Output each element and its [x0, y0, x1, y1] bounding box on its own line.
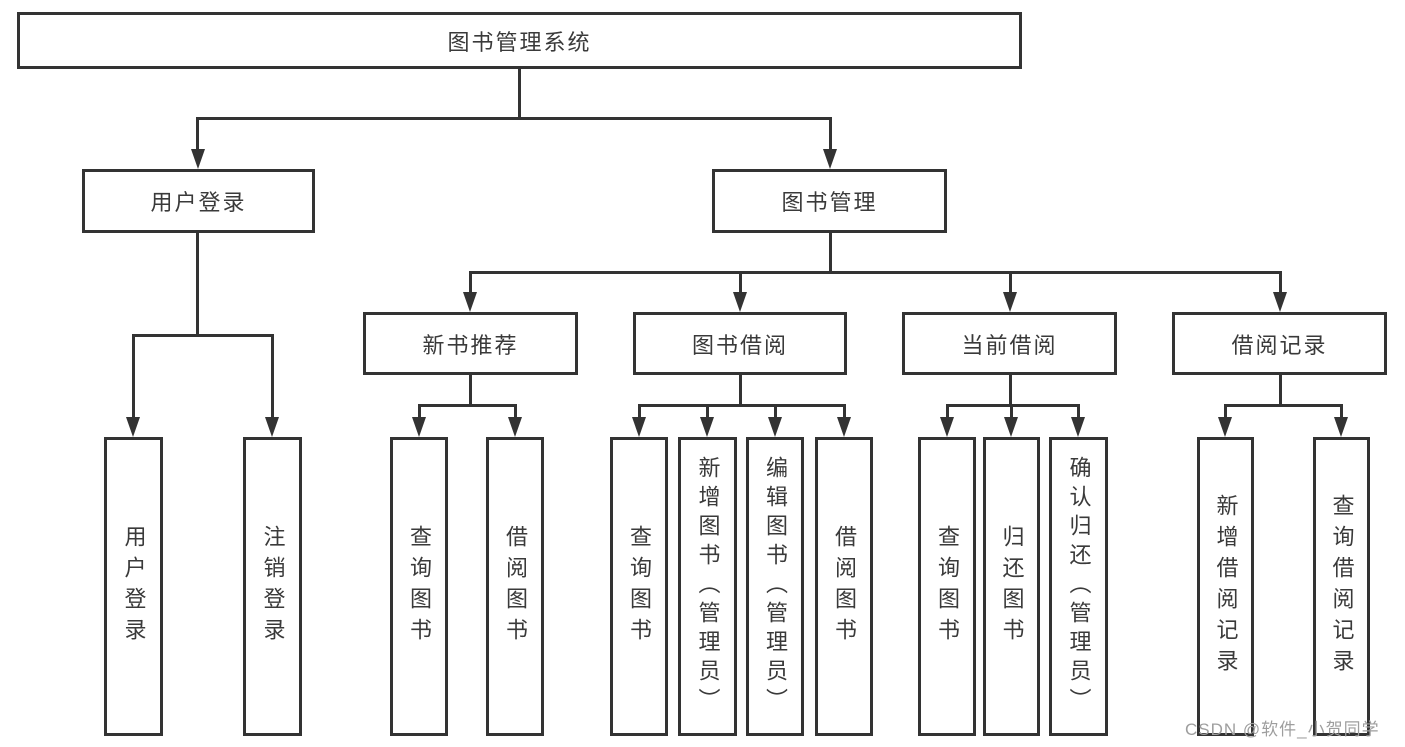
leaf-borrow-books-recommend: 借阅图书: [486, 437, 544, 736]
leaf-add-books-admin: 新增图书（管理员）: [678, 437, 737, 736]
arrow-down-icon: [1334, 417, 1348, 437]
arrow-down-icon: [837, 417, 851, 437]
connector-line: [1077, 404, 1080, 419]
connector-line: [196, 233, 199, 337]
connector-line: [1009, 375, 1012, 407]
connector-line: [1279, 271, 1282, 294]
connector-line: [774, 404, 777, 419]
node-book-management-label: 图书管理: [781, 190, 878, 215]
leaf-query-books-borrowing-label: 查询图书: [627, 524, 652, 649]
arrow-down-icon: [768, 417, 782, 437]
connector-line: [418, 404, 517, 407]
node-current-borrowing-label: 当前借阅: [961, 332, 1058, 358]
connector-line: [469, 271, 1282, 274]
leaf-add-borrow-record: 新增借阅记录: [1197, 437, 1254, 736]
leaf-borrow-books: 借阅图书: [815, 437, 873, 736]
connector-line: [271, 334, 274, 419]
connector-line: [946, 404, 1080, 407]
leaf-query-books-current: 查询图书: [918, 437, 976, 736]
leaf-query-books-recommend: 查询图书: [390, 437, 448, 736]
leaf-confirm-return-admin: 确认归还（管理员）: [1049, 437, 1108, 736]
leaf-borrow-books-label: 借阅图书: [832, 524, 857, 649]
connector-line: [469, 271, 472, 294]
connector-line: [1009, 271, 1012, 294]
arrow-down-icon: [733, 292, 747, 312]
leaf-logout-label: 注销登录: [260, 524, 286, 649]
connector-line: [706, 404, 709, 419]
arrow-down-icon: [823, 149, 837, 169]
connector-line: [132, 334, 135, 419]
node-new-book-recommend-label: 新书推荐: [422, 332, 519, 358]
connector-line: [739, 271, 742, 294]
arrow-down-icon: [191, 149, 205, 169]
arrow-down-icon: [632, 417, 646, 437]
connector-line: [518, 66, 521, 119]
arrow-down-icon: [1218, 417, 1232, 437]
leaf-confirm-return-admin-label: 确认归还（管理员）: [1066, 456, 1092, 717]
arrow-down-icon: [265, 417, 279, 437]
arrow-down-icon: [1004, 417, 1018, 437]
arrow-down-icon: [508, 417, 522, 437]
node-book-system-label: 图书管理系统: [447, 29, 592, 55]
connector-line: [196, 117, 199, 152]
connector-line: [638, 404, 641, 419]
connector-line: [946, 404, 949, 419]
leaf-add-books-admin-label: 新增图书（管理员）: [695, 456, 721, 717]
leaf-query-books-borrowing: 查询图书: [610, 437, 668, 736]
leaf-return-books-label: 归还图书: [999, 524, 1025, 649]
arrow-down-icon: [940, 417, 954, 437]
node-user-login-label: 用户登录: [150, 190, 247, 215]
connector-line: [132, 334, 274, 337]
node-borrowing-records-label: 借阅记录: [1231, 332, 1328, 358]
leaf-add-borrow-record-label: 新增借阅记录: [1213, 493, 1239, 680]
connector-line: [1224, 404, 1343, 407]
leaf-query-borrow-record: 查询借阅记录: [1313, 437, 1370, 736]
node-borrowing-records: 借阅记录: [1172, 312, 1387, 375]
arrow-down-icon: [1003, 292, 1017, 312]
node-user-login: 用户登录: [82, 169, 315, 233]
node-current-borrowing: 当前借阅: [902, 312, 1117, 375]
connector-line: [469, 375, 472, 407]
connector-line: [843, 404, 846, 419]
connector-line: [638, 404, 846, 407]
csdn-watermark: CSDN @软件_小贺同学: [1185, 720, 1380, 739]
leaf-edit-books-admin: 编辑图书（管理员）: [746, 437, 804, 736]
leaf-query-books-current-label: 查询图书: [935, 524, 960, 649]
node-new-book-recommend: 新书推荐: [363, 312, 578, 375]
connector-line: [1010, 404, 1013, 419]
connector-line: [739, 375, 742, 407]
leaf-query-books-recommend-label: 查询图书: [407, 524, 432, 649]
leaf-return-books: 归还图书: [983, 437, 1040, 736]
arrow-down-icon: [126, 417, 140, 437]
leaf-edit-books-admin-label: 编辑图书（管理员）: [763, 456, 788, 717]
connector-line: [829, 117, 832, 152]
node-book-system: 图书管理系统: [17, 12, 1022, 69]
node-book-borrowing-label: 图书借阅: [691, 332, 788, 358]
arrow-down-icon: [1273, 292, 1287, 312]
arrow-down-icon: [1071, 417, 1085, 437]
connector-line: [1340, 404, 1343, 419]
connector-line: [1279, 375, 1282, 407]
connector-line: [514, 404, 517, 419]
leaf-user-login-label: 用户登录: [121, 524, 147, 649]
connector-line: [196, 117, 832, 120]
connector-line: [418, 404, 421, 419]
leaf-borrow-books-recommend-label: 借阅图书: [503, 524, 528, 649]
node-book-borrowing: 图书借阅: [633, 312, 847, 375]
connector-line: [829, 233, 832, 274]
leaf-query-borrow-record-label: 查询借阅记录: [1329, 493, 1355, 680]
arrow-down-icon: [463, 292, 477, 312]
leaf-user-login: 用户登录: [104, 437, 163, 736]
node-book-management: 图书管理: [712, 169, 947, 233]
connector-line: [1224, 404, 1227, 419]
arrow-down-icon: [412, 417, 426, 437]
arrow-down-icon: [700, 417, 714, 437]
leaf-logout: 注销登录: [243, 437, 302, 736]
